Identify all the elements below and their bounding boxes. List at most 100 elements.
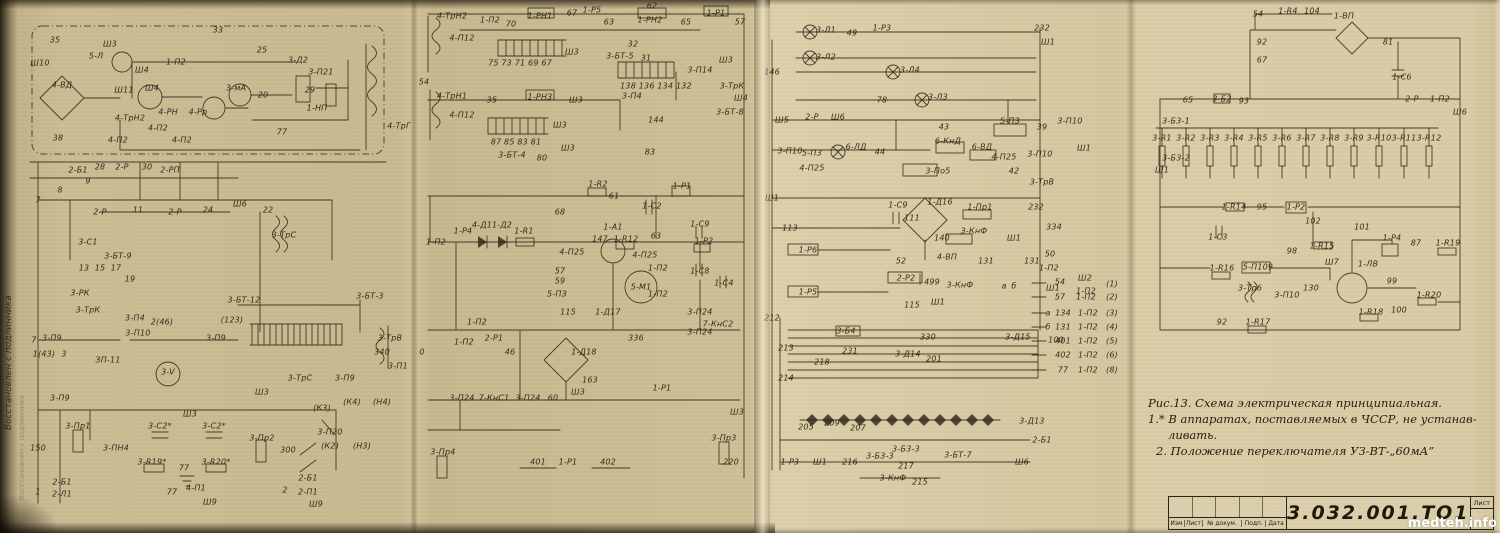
component-label: 5-ПЗ <box>802 148 822 158</box>
component-label: 19 <box>124 274 136 284</box>
component-label: 1-РН3 <box>527 92 553 102</box>
component-label: (8) <box>1106 365 1118 375</box>
component-label: 1-С9 <box>690 219 710 229</box>
component-label: а <box>1001 281 1007 291</box>
component-label: 3-П9 <box>206 333 226 343</box>
component-label: 5-ПЗ <box>547 289 567 299</box>
component-label: 401 <box>530 457 546 467</box>
component-label: 5-П109 <box>1242 262 1274 272</box>
component-label: 209 <box>824 418 840 428</box>
component-label: 63 <box>603 17 615 27</box>
component-label: (Н4) <box>372 397 392 407</box>
component-label: 1-Д16 <box>927 197 953 207</box>
component-label: 1-Д17 <box>595 307 621 317</box>
component-label: 35 <box>486 95 498 105</box>
component-label: 1-С8 <box>690 266 710 276</box>
component-label: 130 <box>1303 283 1319 293</box>
component-label: 3-R12 <box>1416 133 1442 143</box>
component-label: 1-R2 <box>588 179 608 189</box>
component-label: 1 <box>35 487 41 497</box>
component-label: 67 <box>566 8 578 18</box>
component-label: 39 <box>1036 122 1048 132</box>
component-label: 2-Б1 <box>298 473 318 483</box>
component-label: 35 <box>49 35 61 45</box>
margin-note-faint: Восстановлен с подлинника <box>18 395 26 500</box>
component-label: 3-П9 <box>50 393 70 403</box>
component-label: 3-Д14 <box>895 349 921 359</box>
component-label: 46 <box>504 347 516 357</box>
component-label: 77 <box>1057 365 1069 375</box>
component-label: 3-БТ-9 <box>104 251 132 261</box>
component-label: 60 <box>547 393 559 403</box>
component-label: 1-Р5 <box>798 287 818 297</box>
component-label: 1-П2 <box>480 15 500 25</box>
component-label: 115 <box>560 307 576 317</box>
caption-line-1: Рис.13. Схема электрическая принципиальн… <box>1148 396 1442 410</box>
component-label: 144 <box>648 115 664 125</box>
component-label: 98 <box>1286 246 1298 256</box>
component-label: 1-П2 <box>166 57 186 67</box>
component-label: 3-Пр3 <box>711 433 737 443</box>
component-label: 3-П9 <box>335 373 355 383</box>
component-label: 4-П2 <box>172 135 192 145</box>
component-label: 3-R19* <box>137 457 167 467</box>
component-label: 7-КнС2 <box>702 319 734 329</box>
component-label: 1-Р1 <box>706 8 726 18</box>
component-label: 4-П12 <box>449 33 475 43</box>
component-label: 3-П20 <box>317 427 343 437</box>
component-label: 3-R5 <box>1248 133 1268 143</box>
component-label: 3-Б4 <box>836 326 856 336</box>
component-label: 100 <box>1048 335 1064 345</box>
title-block-right-cells: Лист <box>1469 497 1493 529</box>
component-label: 65 <box>1182 95 1194 105</box>
component-label: 104 <box>1304 6 1320 16</box>
component-label: 3-ТрС <box>271 230 297 240</box>
component-label: 28 <box>94 162 106 172</box>
component-label: 2-Р2 <box>896 273 916 283</box>
component-label: 4-Д1 <box>471 220 493 230</box>
component-label: 1-П2 <box>1078 365 1098 375</box>
component-label: 146 <box>764 67 780 77</box>
component-label: 4-ВП <box>936 252 958 262</box>
component-label: 1-С9 <box>888 200 908 210</box>
component-label: Ш3 <box>102 39 118 49</box>
component-label: 1-А1 <box>603 222 623 232</box>
component-label: 1-П2 <box>1078 336 1098 346</box>
component-label: 75 73 71 69 67 <box>488 58 552 68</box>
component-label: Ш1 <box>1040 37 1056 47</box>
component-label: 1-Р1 <box>652 383 672 393</box>
component-label: 67 <box>1256 55 1268 65</box>
component-label: 1-R1 <box>514 226 534 236</box>
component-label: 5-Л <box>88 51 104 61</box>
component-label: (К4) <box>343 397 361 407</box>
component-label: 3-П21 <box>308 67 334 77</box>
component-label: 138 136 134 132 <box>620 81 692 91</box>
component-label: 3-Пр4 <box>430 447 456 457</box>
component-label: 7 <box>35 195 41 205</box>
component-label: 31 <box>640 53 652 63</box>
component-label: Ш3 <box>570 387 586 397</box>
component-label: 140 <box>934 233 950 243</box>
component-label: 99 <box>1386 276 1398 286</box>
component-label: Ш6 <box>830 112 846 122</box>
component-label: Ш3 <box>182 409 198 419</box>
component-label: 5-М1 <box>630 282 652 292</box>
component-label: 1-П2 <box>426 237 446 247</box>
component-label: 3-ТрК <box>719 81 745 91</box>
component-label: 1-Р4 <box>453 226 473 236</box>
component-label: 4-П25 <box>632 250 658 260</box>
component-label: 3 <box>61 349 67 359</box>
component-label: 1-Р3 <box>872 23 892 33</box>
component-label: 54 <box>418 77 430 87</box>
component-label: 4-ТрН1 <box>436 91 468 101</box>
component-label: 1-Р3 <box>780 457 800 467</box>
component-label: 4-П12 <box>449 110 475 120</box>
component-label: 2-РП <box>160 165 180 175</box>
component-label: 217 <box>898 461 914 471</box>
component-label: 3-Д15 <box>1005 332 1031 342</box>
component-label: (3) <box>1106 308 1118 318</box>
component-label: 3-КнФ <box>879 473 907 483</box>
component-label: 4-П2 <box>148 123 168 133</box>
component-label: 29 <box>304 85 316 95</box>
